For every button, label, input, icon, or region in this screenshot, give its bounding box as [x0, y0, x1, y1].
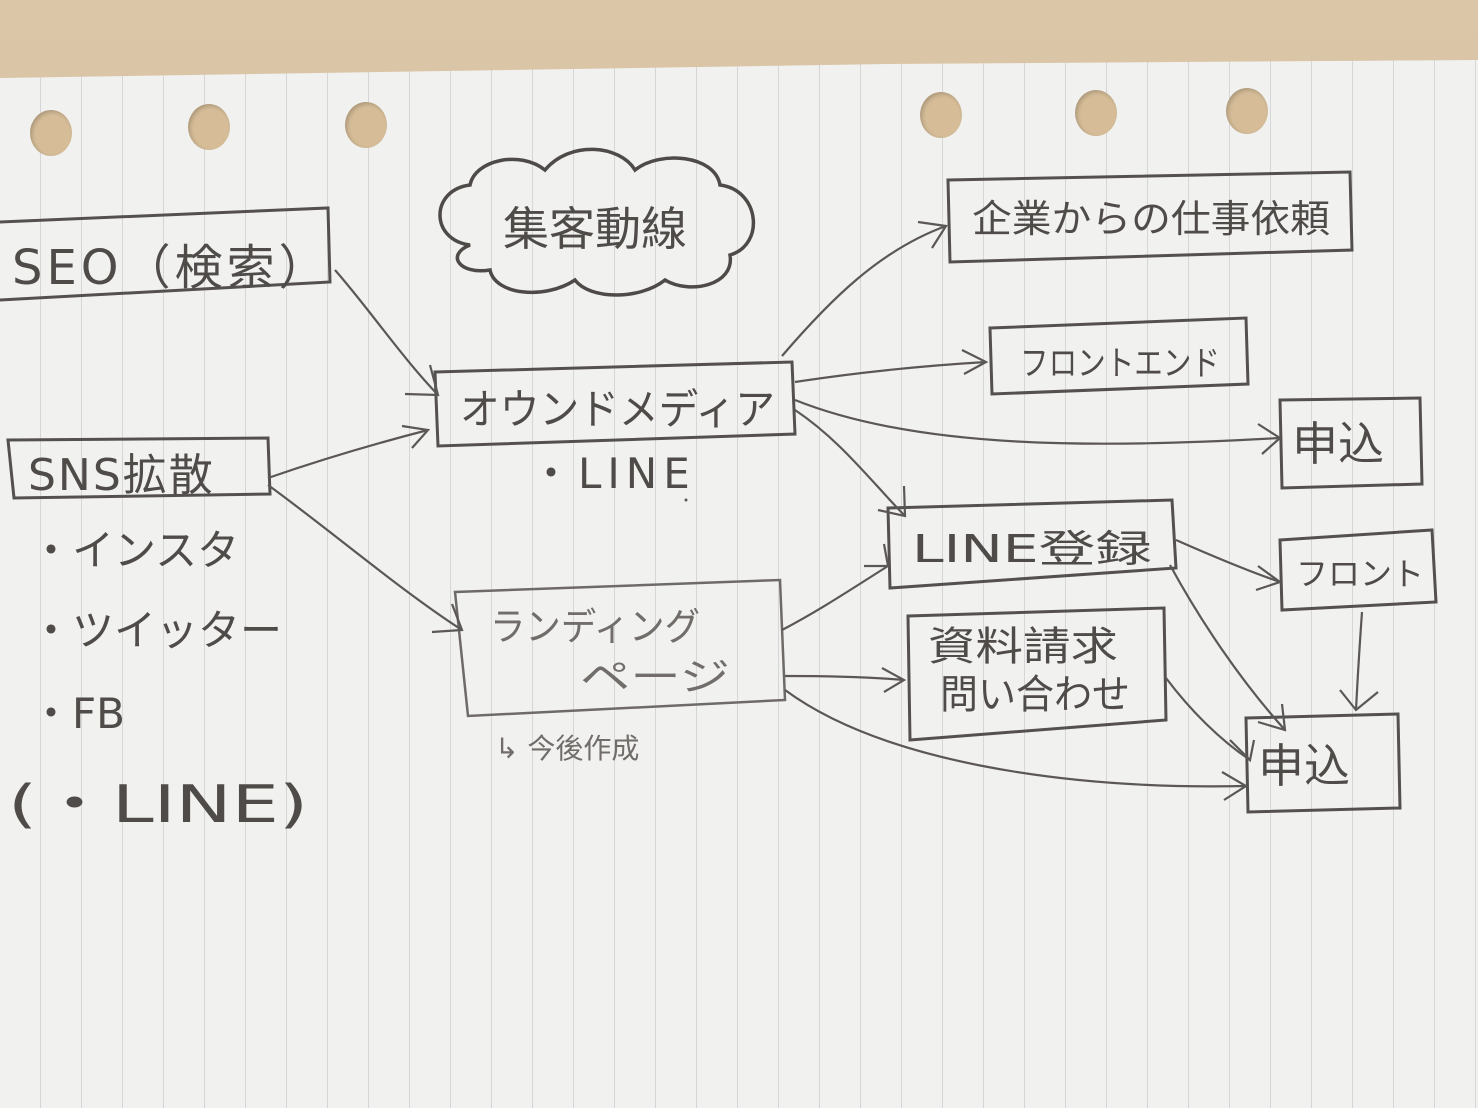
arrowhead	[1229, 739, 1256, 763]
arrowhead	[431, 603, 464, 634]
arrowhead	[1257, 423, 1282, 455]
arrow-landing-to-inquiry	[784, 674, 905, 682]
loose-leaf-paper	[0, 60, 1478, 1108]
landing-page-box	[453, 578, 787, 718]
apply-top-box	[1278, 396, 1424, 490]
owned-media-box	[433, 360, 797, 448]
corporate-request-label: 企業からの仕事依頼	[972, 197, 1330, 241]
arrowhead	[401, 424, 431, 449]
line-register-label: LINE登録	[912, 527, 1152, 571]
corporate-request-box	[946, 170, 1354, 264]
arrow-owned-to-apply-top	[794, 398, 1281, 445]
seo-label: SEO（検索）	[12, 240, 331, 296]
landing-page-label-1: ランディング	[490, 605, 700, 649]
arrowhead	[881, 667, 907, 693]
binder-hole	[30, 110, 72, 156]
arrow-owned-to-corporate	[781, 224, 947, 357]
inquiry-label-1: 資料請求	[928, 624, 1118, 670]
seo-box	[0, 206, 332, 302]
frontend-label: フロントエンド	[1020, 344, 1220, 384]
binder-hole	[345, 102, 387, 148]
apply-top-label: 申込	[1292, 417, 1384, 471]
arrow-owned-to-line-register	[794, 409, 906, 517]
arrowhead	[877, 485, 907, 518]
owned-media-note: ・LINE	[530, 449, 696, 498]
arrow-seo-to-owned	[334, 269, 439, 396]
arrow-line-register-to-apply-bottom	[1169, 564, 1286, 731]
sns-box	[6, 436, 272, 500]
binder-hole	[920, 92, 962, 138]
arrow-sns-to-owned	[267, 428, 429, 480]
front-box	[1278, 528, 1438, 612]
binder-hole	[188, 104, 230, 150]
arrow-owned-to-frontend	[794, 360, 987, 384]
arrowhead	[1339, 689, 1379, 712]
front-label: フロント	[1296, 555, 1424, 593]
arrowhead	[1221, 771, 1249, 801]
landing-page-note: ↳ 今後作成	[495, 732, 639, 765]
frontend-box	[988, 316, 1250, 396]
landing-page-label-2: ページ	[580, 655, 730, 699]
binder-hole	[1226, 88, 1268, 134]
arrowhead	[864, 543, 890, 568]
sns-item-insta: ・インスタ	[30, 526, 239, 575]
arrow-landing-to-apply-bottom	[784, 689, 1247, 788]
owned-media-label: オウンドメディア	[460, 385, 775, 434]
arrowhead	[404, 364, 440, 397]
title-cloud	[438, 147, 756, 297]
binder-hole	[1075, 90, 1117, 136]
sns-item-fb: ・FB	[30, 689, 125, 738]
arrow-line-register-to-front	[1175, 538, 1281, 584]
pen-dot	[684, 498, 688, 502]
arrow-sns-to-landing	[267, 484, 463, 631]
arrowhead	[1255, 565, 1283, 592]
arrowhead	[1257, 703, 1287, 732]
diagram-title: 集客動線	[503, 202, 687, 256]
arrow-landing-to-line-register	[781, 565, 889, 631]
arrowhead	[917, 220, 948, 249]
apply-bottom-label: 申込	[1258, 739, 1350, 793]
arrow-front-to-apply-bottom	[1354, 611, 1364, 711]
line-register-box	[886, 498, 1178, 590]
sns-label: SNS拡散	[28, 450, 215, 501]
arrowhead	[961, 349, 989, 375]
sns-item-twitter: ・ツイッター	[30, 606, 282, 655]
inquiry-label-2: 問い合わせ	[940, 672, 1130, 718]
inquiry-box	[906, 606, 1168, 742]
sns-item-line: (・LINE)	[8, 775, 308, 835]
apply-bottom-box	[1244, 712, 1402, 814]
arrow-inquiry-to-apply-bottom	[1165, 677, 1251, 761]
